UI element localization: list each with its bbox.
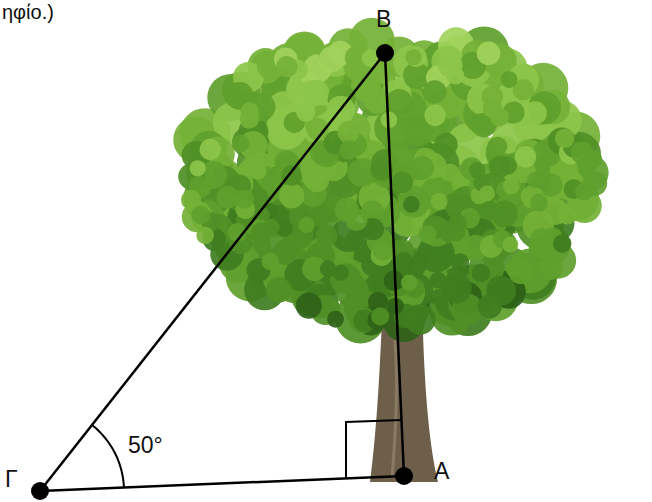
leaf-cluster	[553, 234, 571, 252]
leaf-cluster	[469, 162, 486, 179]
leaf-cluster	[304, 80, 329, 105]
leaf-cluster	[441, 164, 459, 182]
triangle-side	[385, 53, 404, 476]
leaf-cluster	[527, 172, 543, 188]
leaf-cluster	[266, 277, 291, 302]
leaf-cluster	[327, 311, 344, 328]
leaf-cluster	[253, 236, 271, 254]
cut-off-text: ηφίο.)	[2, 2, 54, 22]
leaf-cluster	[557, 204, 577, 224]
leaf-cluster	[279, 183, 304, 208]
leaf-cluster	[406, 49, 422, 65]
leaf-cluster	[286, 78, 305, 97]
leaf-cluster	[395, 252, 413, 270]
leaf-cluster	[333, 265, 349, 281]
vertex-label: Γ	[5, 468, 18, 491]
leaf-cluster	[451, 253, 469, 271]
leaf-cluster	[477, 294, 501, 318]
leaf-cluster	[328, 28, 368, 68]
vertex-dot	[31, 482, 49, 500]
leaf-cluster	[449, 214, 467, 232]
leaf-cluster	[302, 166, 325, 189]
leaf-cluster	[584, 150, 602, 168]
leaf-cluster	[296, 102, 315, 121]
leaf-cluster	[296, 293, 322, 319]
leaf-cluster	[276, 56, 297, 77]
leaf-cluster	[431, 193, 448, 210]
vertex-dot	[395, 467, 413, 485]
leaf-cluster	[434, 133, 457, 156]
leaf-cluster	[196, 227, 214, 245]
leaf-cluster	[472, 264, 490, 282]
leaf-cluster	[515, 146, 537, 168]
leaf-cluster	[423, 80, 447, 104]
leaf-cluster	[191, 206, 210, 225]
leaf-cluster	[430, 272, 447, 289]
leaf-cluster	[446, 67, 464, 85]
leaf-cluster	[430, 289, 447, 306]
leaf-cluster	[330, 263, 361, 294]
leaf-cluster	[315, 225, 337, 247]
right-angle-mark	[346, 420, 402, 478]
leaf-cluster	[479, 185, 495, 201]
leaf-cluster	[200, 139, 221, 160]
leaf-cluster	[477, 42, 501, 66]
leaf-cluster	[487, 137, 507, 157]
leaf-cluster	[503, 178, 520, 195]
leaf-cluster	[406, 46, 427, 67]
vertex-label: Α	[434, 460, 449, 483]
leaf-cluster	[555, 129, 574, 148]
leaf-cluster	[418, 225, 436, 243]
leaf-cluster	[298, 217, 314, 233]
leaf-cluster	[263, 219, 280, 236]
leaf-cluster	[391, 172, 413, 194]
leaf-cluster	[530, 194, 548, 212]
leaf-cluster	[371, 307, 389, 325]
triangle-side	[40, 476, 404, 491]
leaf-cluster	[190, 160, 206, 176]
triangle	[31, 44, 413, 500]
leaf-cluster	[501, 71, 518, 88]
leaf-cluster	[235, 189, 254, 208]
leaf-cluster	[401, 274, 418, 291]
vertex-label: Β	[376, 8, 391, 31]
leaf-cluster	[403, 196, 420, 213]
angle-arc	[92, 425, 124, 488]
leaf-cluster	[524, 101, 547, 124]
leaf-cluster	[261, 253, 279, 271]
leaf-cluster	[539, 257, 562, 280]
leaf-cluster	[491, 201, 518, 228]
leaf-cluster	[499, 156, 517, 174]
leaf-cluster	[337, 121, 359, 143]
leaf-cluster	[575, 183, 593, 201]
leaf-cluster	[505, 260, 522, 277]
leaf-cluster	[240, 102, 258, 120]
leaf-cluster	[490, 107, 509, 126]
vertex-dot	[376, 44, 394, 62]
leaf-cluster	[250, 163, 267, 180]
leaf-cluster	[339, 140, 359, 160]
leaf-cluster	[345, 208, 367, 230]
leaf-cluster	[502, 237, 518, 253]
bark-line	[392, 340, 396, 478]
angle-label: 50°	[128, 434, 163, 457]
leaf-cluster	[411, 156, 434, 179]
leaf-cluster	[424, 105, 445, 126]
triangle-side	[40, 53, 385, 491]
leaf-cluster	[373, 240, 394, 261]
leaf-cluster	[403, 120, 419, 136]
leaf-cluster	[232, 135, 250, 153]
